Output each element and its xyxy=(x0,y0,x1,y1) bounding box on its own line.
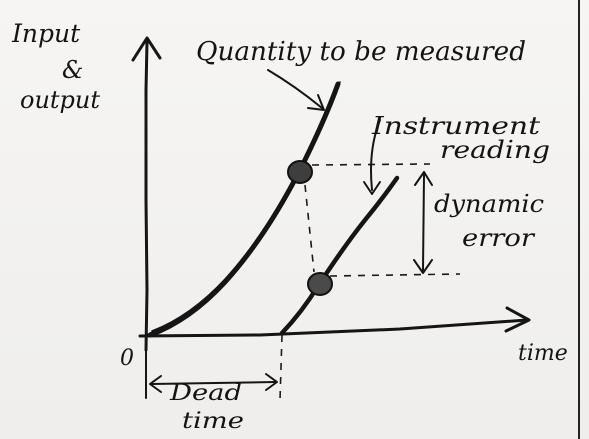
x-axis-label: time xyxy=(518,341,568,366)
dead-time-arrow-right xyxy=(265,373,278,391)
dynamic-error-arrow-line xyxy=(422,174,425,271)
x-axis-arrowhead xyxy=(504,306,531,333)
instrument-label-line1: Instrument xyxy=(371,112,541,140)
dead-time-arrow-line xyxy=(151,381,276,385)
y-axis-label-input: Input xyxy=(11,19,81,48)
origin-label: 0 xyxy=(120,346,134,371)
dynamic-error-arrow-bottom xyxy=(413,259,433,274)
reading-marker xyxy=(307,272,333,296)
y-axis xyxy=(144,40,149,352)
dead-time-arrow-left xyxy=(149,375,162,393)
y-axis-label-and: & xyxy=(62,56,83,84)
instrument-label-line2: reading xyxy=(440,136,550,164)
y-axis-label-output: output xyxy=(20,86,100,114)
dynamic-error-label-line2: error xyxy=(462,224,536,252)
quantity-label: Quantity to be measured xyxy=(196,37,526,67)
dead-time-right-dash xyxy=(279,334,283,401)
lower-level-dash xyxy=(329,273,461,277)
dead-time-label-line2: time xyxy=(182,409,244,434)
quantity-curve-shadow xyxy=(151,81,341,332)
quantity-pointer-line xyxy=(267,69,323,109)
y-axis-arrowhead xyxy=(131,36,162,62)
dynamic-error-label-line1: dynamic xyxy=(434,190,544,218)
instrument-pointer-line xyxy=(370,119,381,191)
quantity-marker xyxy=(287,160,313,184)
marker-vertical-dash xyxy=(304,184,315,273)
dynamic-error-arrow-top xyxy=(414,171,433,186)
quantity-pointer-head xyxy=(307,94,325,111)
dead-time-label-line1: Dead xyxy=(169,381,242,406)
x-axis xyxy=(138,318,529,338)
instrument-curve xyxy=(279,175,400,336)
instrument-pointer-head xyxy=(363,181,381,195)
